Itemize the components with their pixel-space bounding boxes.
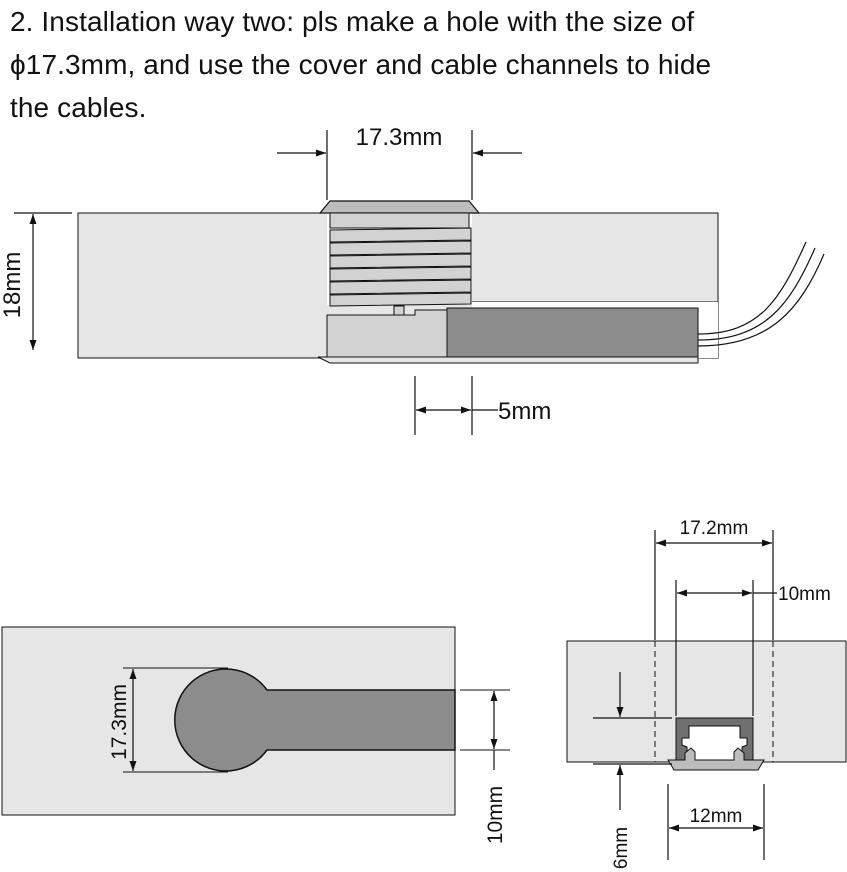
dimension-hole-width xyxy=(277,130,522,200)
label-depth: 6mm xyxy=(611,827,632,869)
heading-line-3: the cables. xyxy=(10,92,147,123)
dimension-thickness xyxy=(14,212,72,350)
cabinet-light-fixture xyxy=(318,200,481,316)
label-thickness: 18mm xyxy=(0,252,26,319)
label-inner-width: 10mm xyxy=(778,584,831,605)
channel-profile-view: 17.2mm 10mm 12mm 6mm xyxy=(566,518,847,869)
top-down-hole-view: 17.3mm 10mm xyxy=(1,626,510,844)
channel-profile xyxy=(667,717,765,771)
cable-channel xyxy=(317,307,699,364)
label-base-width: 12mm xyxy=(690,806,743,827)
cross-section-view: 17.3mm 18mm 5mm xyxy=(0,124,825,435)
heading-line-2: ϕ17.3mm, and use the cover and cable cha… xyxy=(10,49,712,80)
instruction-heading: 2. Installation way two: pls make a hole… xyxy=(10,0,845,129)
label-hole-width: 17.3mm xyxy=(356,124,443,151)
label-outer-width: 17.2mm xyxy=(680,518,749,539)
label-channel-offset: 5mm xyxy=(498,398,551,425)
dimension-channel-offset xyxy=(414,376,498,435)
label-slot-width: 10mm xyxy=(484,786,507,844)
keyhole-cutout xyxy=(174,668,456,772)
heading-line-1: 2. Installation way two: pls make a hole… xyxy=(10,6,695,37)
label-hole-diameter: 17.3mm xyxy=(108,684,131,760)
cables xyxy=(697,241,825,347)
